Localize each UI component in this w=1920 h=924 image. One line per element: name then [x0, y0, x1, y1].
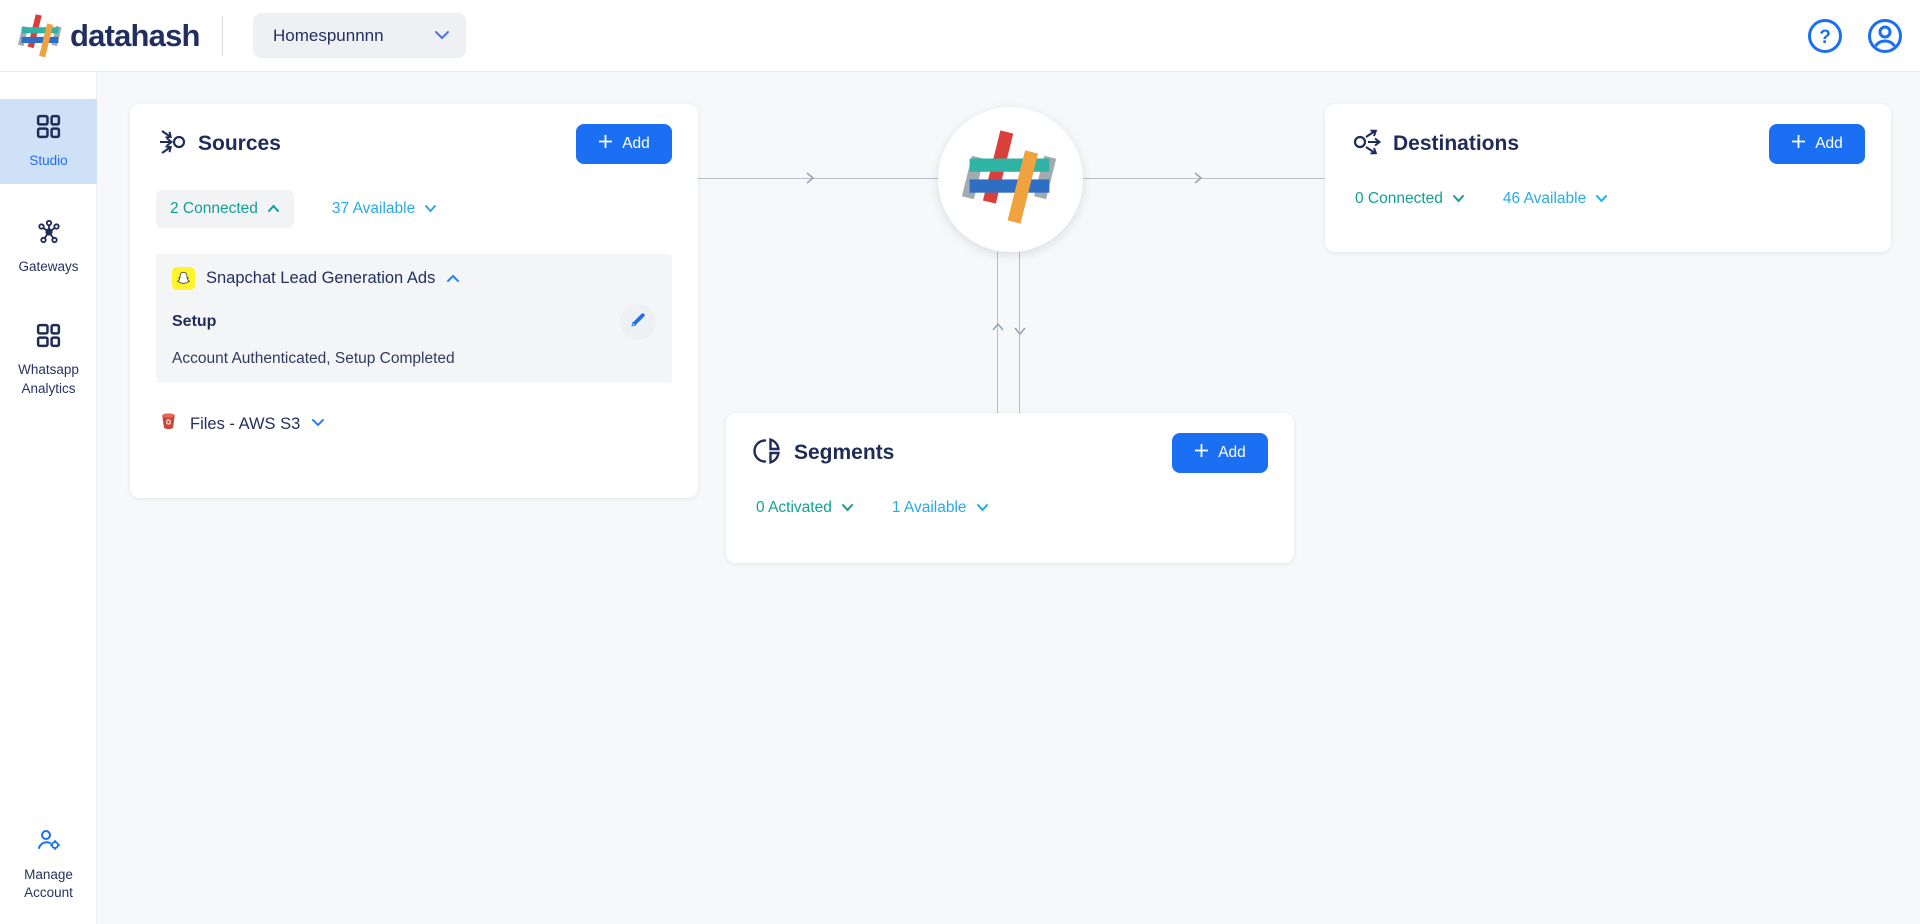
brand-logo: datahash [17, 13, 201, 59]
gateways-hub-icon [35, 218, 63, 251]
destinations-title: Destinations [1393, 132, 1520, 155]
account-icon[interactable] [1866, 17, 1904, 55]
sidebar-item-label: Manage Account [24, 866, 73, 900]
topbar-divider [222, 16, 223, 56]
workspace-dropdown[interactable]: Homespunnnn [253, 13, 466, 58]
user-gear-icon [35, 826, 63, 859]
chevron-down-icon [311, 415, 325, 433]
sources-title: Sources [198, 132, 281, 155]
setup-step-label: Setup [172, 313, 217, 330]
available-count: 37 Available [331, 200, 416, 217]
studio-canvas: Sources Add 2 Connected 37 Available [97, 72, 1920, 924]
sidebar-item-label: Whatsapp Analytics [18, 362, 79, 396]
destinations-card: Destinations Add 0 Connected 46 Availabl… [1325, 104, 1891, 252]
sources-card: Sources Add 2 Connected 37 Available [130, 104, 698, 498]
connected-count: 0 Connected [1355, 190, 1443, 207]
plus-icon [598, 134, 613, 154]
svg-text:?: ? [1819, 27, 1831, 48]
chevron-down-icon [424, 200, 437, 218]
destinations-connected-toggle[interactable]: 0 Connected [1355, 190, 1465, 208]
sources-merge-icon [156, 126, 188, 163]
help-icon[interactable]: ? [1806, 17, 1844, 55]
connector-segments-up [997, 252, 998, 413]
segments-available-toggle[interactable]: 1 Available [892, 499, 989, 517]
activated-count: 0 Activated [756, 499, 832, 516]
arrow-right-icon [1191, 171, 1205, 190]
plus-icon [1194, 443, 1209, 463]
edit-setup-button[interactable] [620, 304, 656, 340]
segments-pie-icon [752, 435, 784, 472]
snapchat-connection-panel: Snapchat Lead Generation Ads Setup Accou [156, 254, 672, 383]
available-count: 1 Available [891, 499, 967, 516]
chevron-down-icon [1595, 190, 1608, 208]
destinations-split-icon [1351, 126, 1383, 163]
connection-name: Files - AWS S3 [190, 414, 301, 433]
chevron-down-icon [1452, 190, 1465, 208]
arrow-right-icon [803, 171, 817, 190]
sidebar-item-label: Gateways [18, 259, 79, 275]
files-aws-s3-connection[interactable]: Files - AWS S3 [158, 411, 672, 437]
dashboard-icon [35, 322, 62, 354]
connected-count: 2 Connected [170, 200, 258, 217]
chevron-up-icon [267, 200, 280, 218]
plus-icon [1791, 134, 1806, 154]
destinations-available-toggle[interactable]: 46 Available [1503, 190, 1608, 208]
chevron-up-icon [446, 270, 460, 288]
sidebar: Studio Gateways [0, 72, 97, 924]
chevron-down-icon [434, 27, 450, 45]
sidebar-item-studio[interactable]: Studio [0, 99, 97, 185]
connection-name: Snapchat Lead Generation Ads [206, 269, 436, 287]
sidebar-item-manage-account[interactable]: Manage Account [0, 812, 97, 916]
add-source-button[interactable]: Add [576, 124, 672, 164]
chevron-down-icon [841, 499, 854, 517]
segments-activated-toggle[interactable]: 0 Activated [756, 499, 854, 517]
arrow-down-icon [1013, 324, 1027, 343]
snapchat-icon [172, 267, 195, 290]
add-destination-button[interactable]: Add [1769, 124, 1865, 164]
workspace-name: Homespunnnn [273, 25, 384, 45]
sidebar-item-label: Studio [29, 153, 68, 168]
pencil-icon [629, 310, 648, 334]
add-segment-button[interactable]: Add [1172, 433, 1268, 473]
segments-title: Segments [794, 441, 895, 464]
datahash-hub-logo [938, 107, 1083, 252]
arrow-up-icon [991, 320, 1005, 339]
brand-name: datahash [70, 18, 201, 53]
sidebar-item-gateways[interactable]: Gateways [0, 204, 97, 290]
snapchat-connection-header[interactable]: Snapchat Lead Generation Ads [172, 267, 656, 290]
available-count: 46 Available [1502, 190, 1587, 207]
sources-connected-toggle[interactable]: 2 Connected [156, 190, 294, 228]
sources-available-toggle[interactable]: 37 Available [332, 200, 437, 218]
dashboard-icon [35, 113, 62, 145]
top-bar: datahash Homespunnnn ? [0, 0, 1920, 72]
connection-status-text: Account Authenticated, Setup Completed [172, 350, 455, 367]
sidebar-item-whatsapp-analytics[interactable]: Whatsapp Analytics [0, 308, 97, 411]
chevron-down-icon [976, 499, 989, 517]
aws-s3-icon [158, 411, 179, 437]
segments-card: Segments Add 0 Activated 1 Available [726, 413, 1294, 563]
datahash-hash-icon [17, 13, 64, 59]
